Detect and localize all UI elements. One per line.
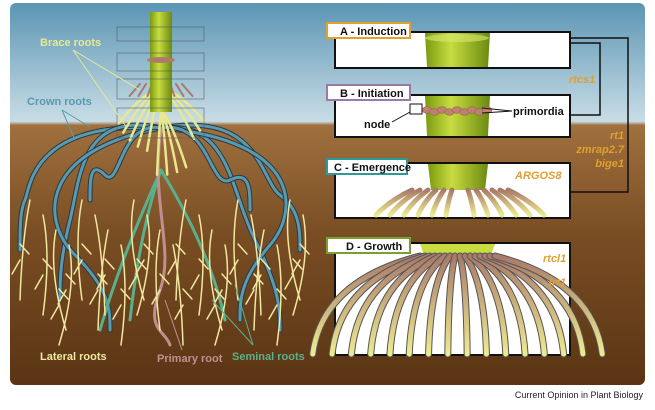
seminal-root	[128, 168, 163, 322]
growth-root	[457, 253, 470, 357]
brace-root-tip	[175, 83, 185, 97]
lateral-root	[11, 199, 31, 301]
lateral-root	[151, 229, 170, 331]
root-system	[11, 83, 310, 347]
label-crown-roots: Crown roots	[27, 96, 92, 108]
label-lateral-roots: Lateral roots	[40, 351, 107, 363]
growth-root	[406, 253, 448, 357]
brace-root-tip	[128, 83, 141, 97]
emerging-root	[489, 187, 519, 218]
crown-root	[18, 125, 163, 252]
lateral-root	[89, 229, 109, 331]
growth-root	[462, 253, 489, 357]
gene-bige1: bige1	[595, 158, 624, 170]
growing-roots	[309, 252, 606, 358]
growth-root	[387, 253, 443, 357]
emerging-root	[429, 187, 447, 218]
lateral-root	[128, 214, 151, 316]
panel-c-label: C - Emergence	[334, 162, 411, 174]
gene-rt1: rt1	[610, 130, 624, 142]
crown-root	[159, 123, 302, 252]
lateral-root	[229, 199, 248, 301]
node-label: node	[364, 119, 390, 131]
lateral-root	[172, 244, 193, 346]
brace-root-tip	[181, 83, 194, 97]
emerging-root	[401, 187, 431, 218]
stem-node-ring	[147, 57, 175, 63]
lateral-root	[112, 244, 131, 346]
lateral-root	[284, 214, 307, 316]
stage-boxes	[116, 26, 205, 139]
primordia-label: primordia	[513, 106, 565, 118]
emerging-root	[481, 187, 505, 218]
gene-rtcl1: rtcl1	[543, 253, 566, 265]
panel-b-label: B - Initiation	[340, 88, 404, 100]
lateral-root	[73, 199, 92, 301]
emerging-root	[473, 187, 491, 218]
lateral-root	[130, 199, 154, 301]
panel-b-initiation: node primordia B - Initiation	[326, 84, 571, 138]
emerging-root	[443, 187, 455, 218]
emerging-roots	[373, 187, 547, 218]
journal-credit: Current Opinion in Plant Biology	[514, 390, 643, 400]
brace-root	[159, 108, 188, 169]
label-primary-root: Primary root	[157, 353, 223, 365]
crown-root	[88, 126, 163, 202]
lateral-root	[167, 199, 187, 301]
emerging-root	[465, 187, 477, 218]
growth-root	[472, 253, 528, 357]
lateral-root	[245, 229, 265, 331]
lateral-root	[34, 214, 53, 316]
growth-root	[426, 253, 453, 357]
growth-root	[492, 253, 605, 357]
lateral-root	[190, 214, 209, 316]
emerging-root	[373, 187, 415, 218]
gene-argos8: ARGOS8	[514, 170, 562, 182]
gene-brackets	[570, 37, 629, 193]
lateral-root	[286, 199, 310, 301]
gene-zmrap27: zmrap2.7	[575, 144, 625, 156]
emerging-root	[415, 187, 439, 218]
growth-root	[348, 253, 433, 357]
crown-root	[58, 123, 163, 302]
primordia-beads	[421, 106, 493, 116]
gene-rtcs1: rtcs1	[569, 74, 595, 86]
label-pointers	[61, 49, 254, 351]
lateral-root	[268, 244, 287, 346]
emerging-root	[387, 187, 423, 218]
crown-root	[159, 126, 288, 322]
lateral-root	[52, 229, 76, 331]
growth-root	[368, 253, 438, 357]
lateral-root	[50, 244, 73, 346]
growth-root	[445, 253, 458, 357]
lateral-root	[206, 244, 229, 346]
label-seminal-roots: Seminal roots	[232, 351, 305, 363]
panel-a-induction: A - Induction	[326, 22, 571, 69]
panel-c-emergence: C - Emergence ARGOS8	[326, 158, 571, 219]
panel-d-label: D - Growth	[346, 241, 402, 253]
growth-root	[467, 253, 509, 357]
emerging-root	[505, 187, 547, 218]
panel-a-label: A - Induction	[340, 26, 407, 38]
seminal-root	[159, 168, 227, 322]
brace-root-tip	[137, 83, 147, 97]
label-brace-roots: Brace roots	[40, 37, 101, 49]
emerging-root	[497, 187, 533, 218]
panel-d-growth: D - Growth rtcl1 lrt1	[309, 237, 606, 358]
crown-root	[159, 126, 252, 212]
lateral-root	[208, 229, 232, 331]
gene-lrt1: lrt1	[549, 277, 566, 289]
